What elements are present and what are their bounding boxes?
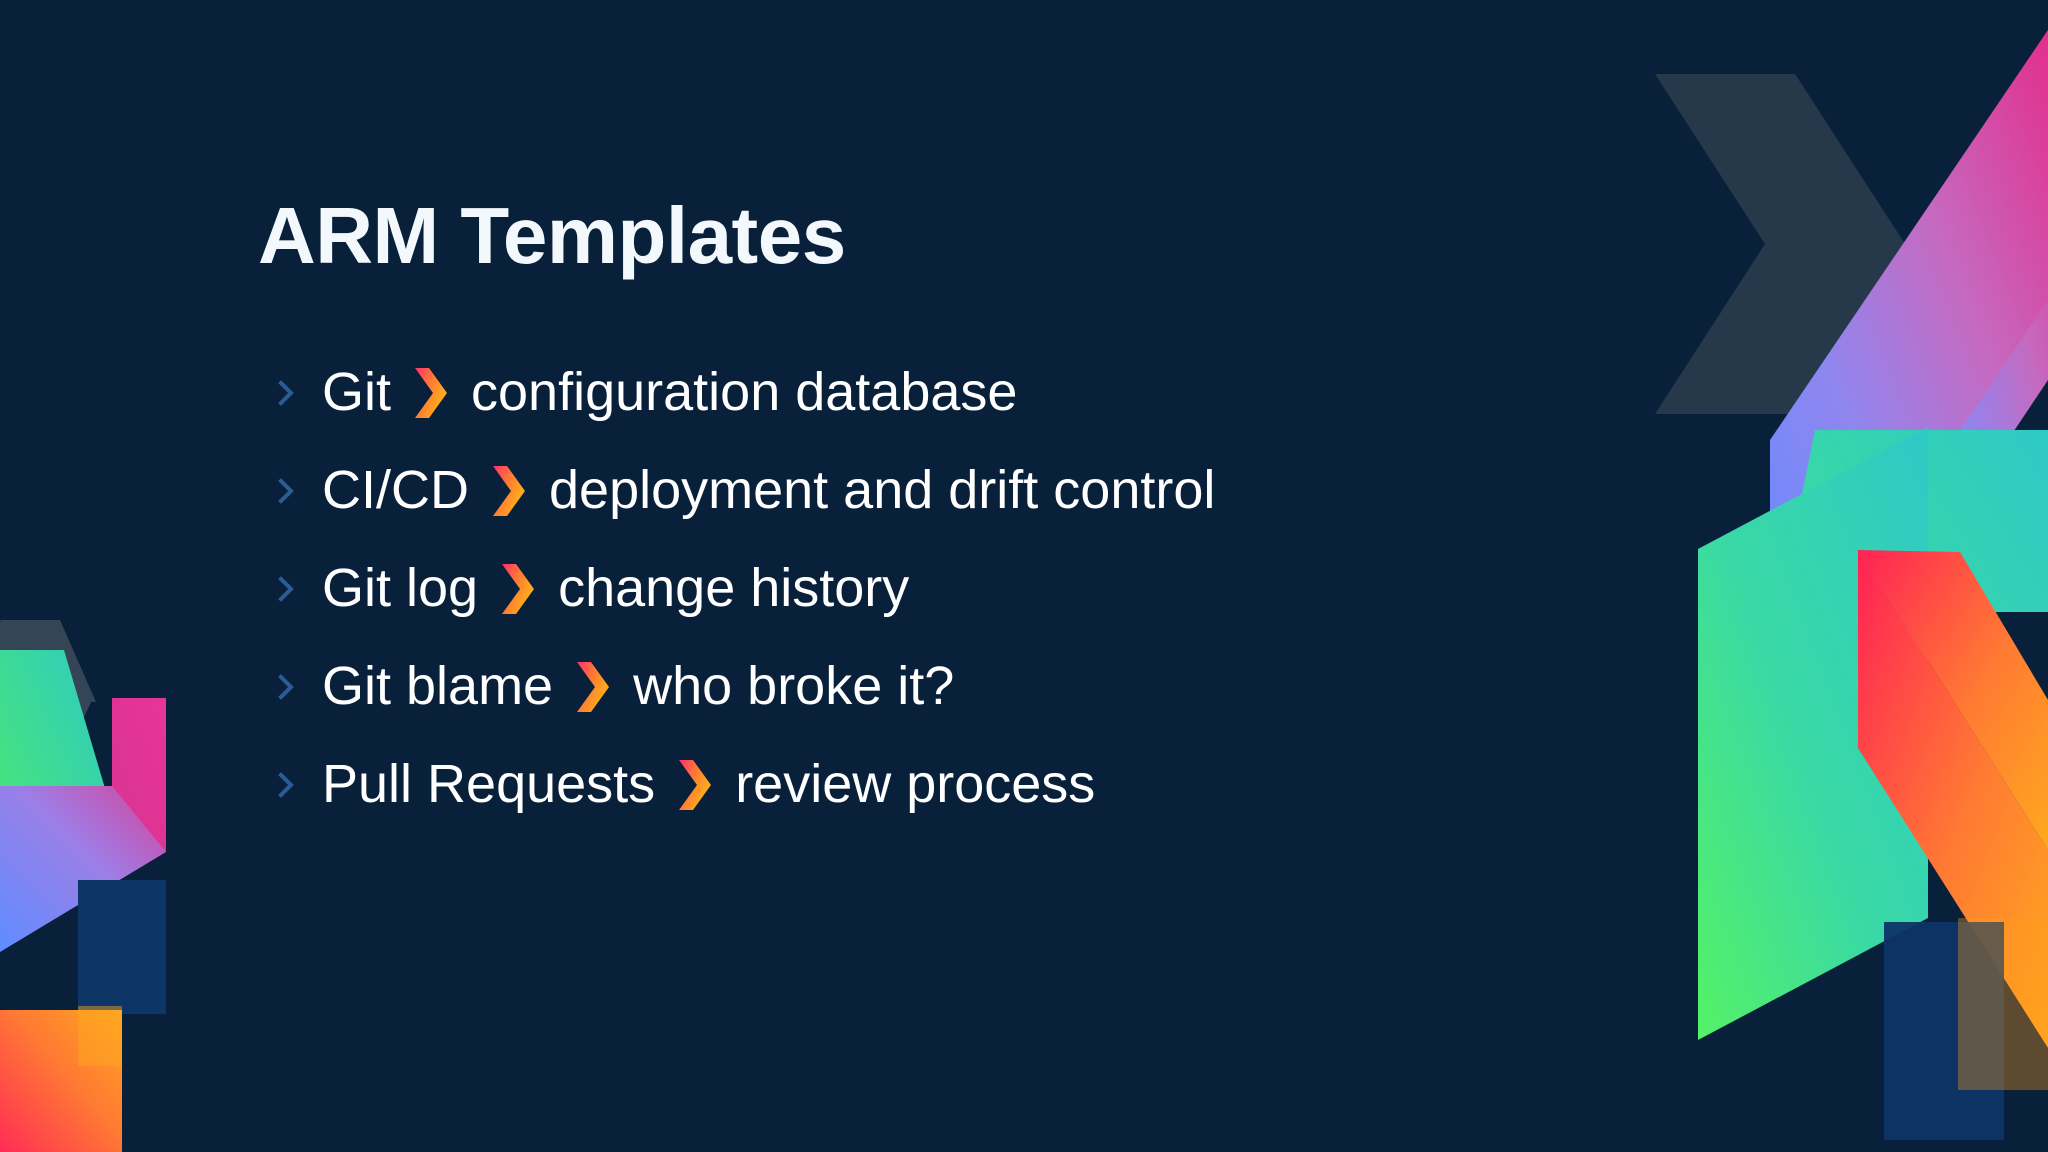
deco-green-prism bbox=[1698, 550, 1928, 1038]
deco-darkblue-square bbox=[1884, 922, 2004, 1140]
bullet-text: Git blame who broke it? bbox=[322, 656, 955, 717]
bullet-text: Pull Requests review process bbox=[322, 754, 1096, 815]
chevron-right-icon bbox=[258, 672, 322, 702]
deco-bl-pink-slab bbox=[110, 696, 166, 848]
bullet-text: Git log change history bbox=[322, 558, 910, 619]
deco-green-shape bbox=[1697, 550, 1928, 1042]
chevron-right-gradient-icon bbox=[573, 660, 613, 714]
bullet-text: Git configuration database bbox=[322, 362, 1018, 423]
deco-mr-green-parallelogram bbox=[1698, 548, 1930, 1036]
deco-bl-teal-band-final bbox=[0, 650, 112, 900]
bullet-term: Git bbox=[322, 362, 392, 423]
deco-green-chev bbox=[1700, 550, 1930, 1036]
deco-green-final bbox=[1698, 548, 1928, 1040]
list-item: Git configuration database bbox=[258, 344, 1558, 442]
deco-bl-teal-slab bbox=[0, 650, 112, 880]
deco-bl-orange-final bbox=[0, 1010, 122, 1152]
deco-green-parallelogram-shape bbox=[1698, 427, 1928, 1040]
chevron-right-icon bbox=[258, 770, 322, 800]
deco-pink-orange-upper bbox=[1858, 550, 2048, 850]
deco-bl-gray-chevron bbox=[0, 622, 92, 768]
bullet-term: Git blame bbox=[322, 656, 554, 717]
deco-bl-gray-top bbox=[0, 620, 96, 702]
bullet-list: Git configuration database CI/C bbox=[258, 344, 1558, 834]
deco-orange-overlay bbox=[1958, 918, 2048, 1090]
chevron-right-gradient-icon bbox=[489, 464, 529, 518]
deco-tr-blue-pink-slab bbox=[1770, 30, 2048, 712]
deco-bl-bluepurp-final bbox=[0, 786, 166, 952]
bullet-definition: change history bbox=[558, 558, 910, 619]
list-item: Git blame who broke it? bbox=[258, 638, 1558, 736]
bullet-definition: deployment and drift control bbox=[549, 460, 1216, 521]
bullet-term: Pull Requests bbox=[322, 754, 656, 815]
bullet-text: CI/CD deployment and drift control bbox=[322, 460, 1216, 521]
chevron-right-gradient-icon bbox=[675, 758, 715, 812]
bullet-term: CI/CD bbox=[322, 460, 469, 521]
bullet-definition: configuration database bbox=[471, 362, 1018, 423]
deco-bl-dark-blue-sq bbox=[78, 880, 166, 1014]
deco-tr-composite bbox=[1767, 28, 2048, 438]
deco-bl-teal-chevron bbox=[0, 650, 112, 808]
list-item: CI/CD deployment and drift control bbox=[258, 442, 1558, 540]
bullet-definition: review process bbox=[735, 754, 1096, 815]
deco-top-right-parallelogram bbox=[1766, 28, 2048, 458]
chevron-right-icon bbox=[258, 378, 322, 408]
deco-green-slab bbox=[1758, 300, 1930, 946]
deco-bl-pink-main bbox=[112, 698, 166, 852]
page-title: ARM Templates bbox=[258, 191, 846, 280]
deco-top-right-gradient-band bbox=[1905, 30, 2048, 594]
bullet-definition: who broke it? bbox=[633, 656, 955, 717]
deco-green-body bbox=[1697, 547, 1927, 1040]
chevron-right-icon bbox=[258, 476, 322, 506]
bullet-term: Git log bbox=[322, 558, 479, 619]
deco-pink-orange-main bbox=[1858, 550, 2048, 1048]
chevron-right-icon bbox=[258, 574, 322, 604]
slide-content: ARM Templates Git configuration database bbox=[258, 196, 1558, 834]
list-item: Git log change history bbox=[258, 540, 1558, 638]
deco-top-right-shadow-chevron bbox=[1655, 74, 1905, 414]
deco-green-para bbox=[1698, 548, 1929, 1040]
list-item: Pull Requests review process bbox=[258, 736, 1558, 834]
chevron-right-gradient-icon bbox=[498, 562, 538, 616]
chevron-right-gradient-icon bbox=[411, 366, 451, 420]
deco-pink-orange-wedge bbox=[1858, 552, 2048, 1040]
deco-green-left-parallelogram bbox=[1698, 550, 1928, 1040]
deco-teal-band bbox=[1760, 430, 2048, 880]
deco-tr-main-band bbox=[1767, 26, 2048, 818]
deco-bl-orange-top bbox=[78, 1006, 122, 1066]
